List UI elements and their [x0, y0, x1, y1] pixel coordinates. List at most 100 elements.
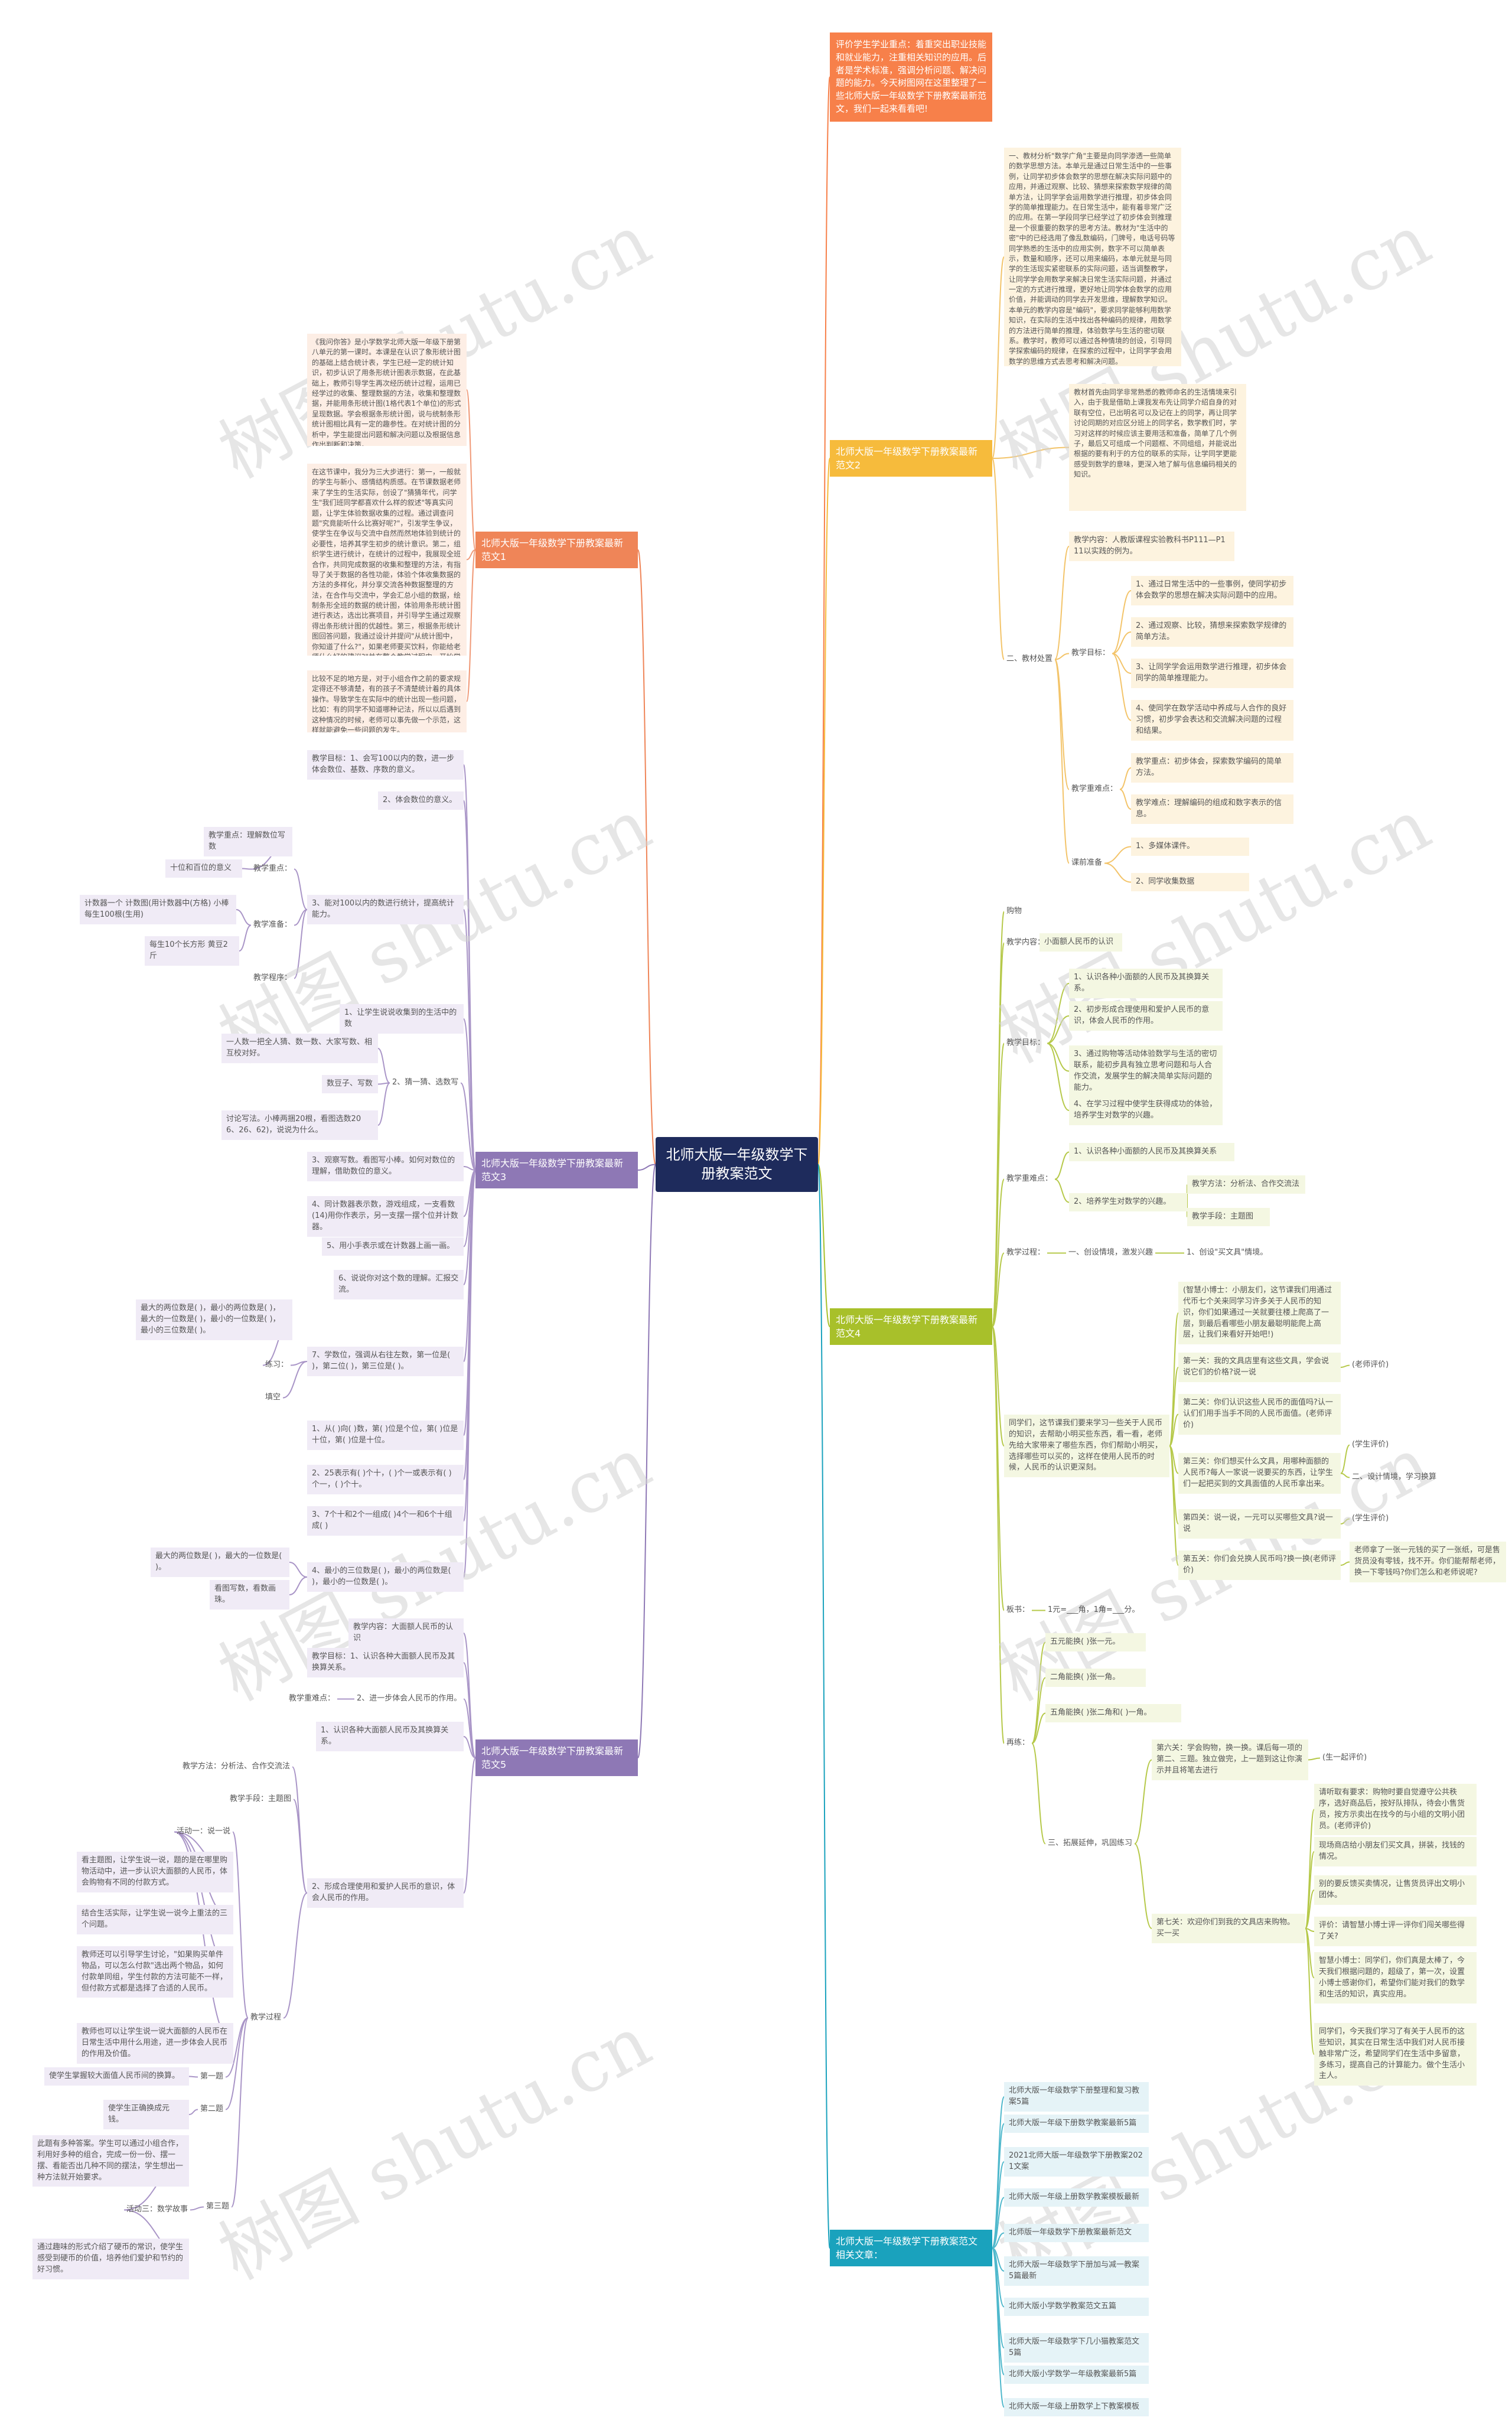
- fan4-intro: 同学们，这节课我们要来学习一些关于人民币的知识，去帮助小明买些东西，看一看，老师…: [1004, 1415, 1169, 1478]
- connector: [463, 1169, 476, 1362]
- connector: [1031, 1742, 1046, 1845]
- fan1-para-1: 《我问你答》是小学数学北师大版一年级下册第八单元的第一课时。本课是在认识了象形统…: [307, 334, 467, 446]
- connector: [1305, 1928, 1315, 1979]
- connector: [463, 1169, 476, 1285]
- fan2-goal-label: 教学目标：: [1071, 649, 1110, 657]
- branch-fan2[interactable]: 北师大版一年级数学下册教案最新范文2: [830, 440, 992, 477]
- connector: [188, 2109, 198, 2115]
- fan4-goal-3: 3、通过购物等活动体验数学与生活的密切联系，能初步具有独立思考问题和与人合作交流…: [1069, 1045, 1223, 1097]
- fan3-fill-label: 填空: [265, 1393, 281, 1402]
- connector: [1305, 1890, 1315, 1929]
- related-link[interactable]: 北师大版一年级数学下册整理和复习教案5篇: [1004, 2082, 1149, 2112]
- fan3-exercise-1: 1、从( )向( )数，第( )位是个位，第( )位是十位，第( )位是十位。: [307, 1421, 464, 1450]
- related-link[interactable]: 北师大版一年级上册数学教案模板最新: [1004, 2188, 1149, 2207]
- fan3-group-3: 讨论写法。小棒两捆20根，看图选数206、26、62)，说说为什么。: [221, 1110, 378, 1140]
- connector: [817, 458, 830, 1165]
- fan3-key-value: 教学重点：理解数位写数: [204, 827, 292, 856]
- fan4-seven-item-4: 评价：请智慧小博士评一评你们闯关哪些得了关?: [1314, 1917, 1477, 1946]
- connector: [463, 1169, 476, 1480]
- branch-fan1[interactable]: 北师大版一年级数学下册教案最新范文1: [475, 532, 638, 569]
- related-link[interactable]: 北师大版一年级上册数学上下教案模板: [1004, 2398, 1149, 2416]
- root-topic[interactable]: 北师大版一年级数学下册教案范文: [656, 1137, 818, 1192]
- related-link[interactable]: 北师大版一年级下册数学教案最新5篇: [1004, 2115, 1149, 2133]
- fan3-proc-label: 教学程序：: [253, 973, 292, 982]
- connector: [292, 1766, 308, 1894]
- fan4-goal-4: 4、在学习过程中使学生获得成功的体验，培养学生对数学的兴趣。: [1069, 1096, 1223, 1125]
- intro-node[interactable]: 评价学生学业重点：着重突出职业技能和就业能力，注重相关知识的应用。后者是学术标准…: [830, 32, 992, 122]
- fan5-activity-1: 活动一：说一说: [177, 1827, 231, 1836]
- connector: [1112, 653, 1132, 721]
- connector: [817, 1164, 830, 1327]
- fan4-goal-1: 1、认识各种小面额的人民币及其换算关系。: [1069, 969, 1223, 998]
- fan4-eval-1: (老师评价): [1352, 1360, 1389, 1369]
- related-link[interactable]: 北师大版小学数学一年级教案最新5篇: [1004, 2366, 1149, 2384]
- related-link[interactable]: 2021北师大版一年级数学下册教案2021文案: [1004, 2147, 1149, 2177]
- related-link[interactable]: 北师大版小学数学教案范文五篇: [1004, 2298, 1149, 2316]
- related-link[interactable]: 北师大版一年级数学下几小猫教案范文5篇: [1004, 2333, 1149, 2363]
- fan4-eval-4: (学生评价): [1352, 1514, 1389, 1523]
- fan3-exercise-head: 最大的两位数是( )，最小的两位数是( )，最大的一位数是( )，最小的一位数是…: [136, 1299, 292, 1340]
- connector: [463, 1633, 476, 1758]
- connector: [1340, 1473, 1350, 1478]
- fan3-step-3: 3、观察写数。看图写小棒。如何对数位的理解，借助数位的意义。: [307, 1152, 464, 1181]
- fan5-proc-label: 教学过程: [250, 2013, 282, 2022]
- fan3-step-4: 4、同计数器表示数，游戏组成，一支看数(14)用你作表示，另一支摆一摆个位并计数…: [307, 1196, 464, 1237]
- connector: [463, 800, 476, 1171]
- connector: [992, 2247, 1005, 2272]
- fan2-goal-3: 3、让同学学会运用数学进行推理，初步体会同学的简单推理能力。: [1131, 659, 1293, 688]
- connector: [294, 909, 308, 926]
- fan4-goal-2: 2、初步形成合理使用和爱护人民币的意识，体会人民币的作用。: [1069, 1001, 1223, 1031]
- connector: [463, 1169, 476, 1436]
- fan2-key-1: 教学重点：初步体会，探索数学编码的简单方法。: [1131, 753, 1293, 783]
- branch-fan4[interactable]: 北师大版一年级数学下册教案最新范文4: [830, 1308, 992, 1346]
- related-link[interactable]: 北师大版一年级数学下册加与减一教案5篇最新: [1004, 2256, 1149, 2286]
- connector: [1169, 1367, 1179, 1447]
- connector: [1305, 1809, 1315, 1929]
- fan4-step-4: 第三关：你们想买什么文具，用哪种面额的人民币?每人一家说一说要买的东西，让学生们…: [1178, 1453, 1341, 1494]
- connector: [992, 2247, 1005, 2376]
- fan2-prep-label: 课前准备: [1071, 858, 1103, 867]
- connector: [992, 2096, 1005, 2249]
- connector: [290, 1361, 308, 1366]
- connector: [992, 2123, 1005, 2249]
- branch-fan5[interactable]: 北师大版一年级数学下册教案最新范文5: [475, 1739, 638, 1777]
- connector: [377, 1082, 390, 1126]
- fan3-prep-label: 教学准备：: [253, 920, 292, 929]
- connector: [1047, 1043, 1070, 1111]
- fan4-seven-item-2: 现场商店给小朋友们买文具，拼装，找钱的情况。: [1314, 1837, 1477, 1866]
- connector: [992, 447, 1070, 459]
- connector: [466, 549, 476, 702]
- connector: [1119, 789, 1132, 810]
- fan5-activity-3a: 此题有多种答案。学生可以通过小组合作，利用好多种的组合，完成一份一份、摆一摆、看…: [32, 2135, 189, 2187]
- connector: [1054, 546, 1070, 660]
- branch-related[interactable]: 北师大版一年级数学下册教案范文相关文章：: [830, 2230, 992, 2267]
- fan3-step-6: 6、说说你对这个数的理解。汇报交流。: [334, 1270, 464, 1299]
- connector: [1031, 1677, 1046, 1744]
- fan2-analysis-label: 二、教材处置: [1006, 654, 1053, 663]
- connector: [1340, 1561, 1350, 1566]
- connector: [377, 1082, 390, 1085]
- connector: [1054, 1151, 1070, 1180]
- fan5-content: 教学内容：大面额人民币的认识: [348, 1618, 464, 1648]
- connector: [1112, 631, 1132, 654]
- fan4-eval-2: (学生评价): [1352, 1440, 1389, 1449]
- fan5-activity-1d: 教师也可以让学生说一说大面额的人民币在日常生活中用什么用途，进一步体会人民币的作…: [77, 2023, 233, 2064]
- connector: [992, 1326, 1005, 1447]
- connector: [992, 2247, 1005, 2348]
- fan5-ex3-label: 第三题: [206, 2202, 230, 2211]
- connector: [232, 1831, 249, 2019]
- connector: [1305, 1928, 1315, 1932]
- connector: [289, 1562, 308, 1578]
- connector: [992, 256, 1005, 459]
- branch-fan3[interactable]: 北师大版一年级数学下册教案最新范文3: [475, 1152, 638, 1189]
- fan5-ex2-value: 使学生正确换成元钱。: [103, 2100, 189, 2129]
- connector: [1054, 1178, 1070, 1203]
- fan3-step-2: 2、猜一猜、选数写: [392, 1078, 459, 1087]
- fan4-step-seven: 第七关：欢迎你们到我的文具店来购物。买一买: [1152, 1914, 1305, 1943]
- connector: [463, 1169, 476, 1578]
- connector: [463, 1018, 476, 1171]
- related-link[interactable]: 北师版一年级数学下册教案最新范文: [1004, 2224, 1149, 2242]
- connector: [463, 1736, 476, 1758]
- connector: [992, 2247, 1005, 2308]
- fan5-activity-3: 活动三：数学故事: [126, 2205, 188, 2214]
